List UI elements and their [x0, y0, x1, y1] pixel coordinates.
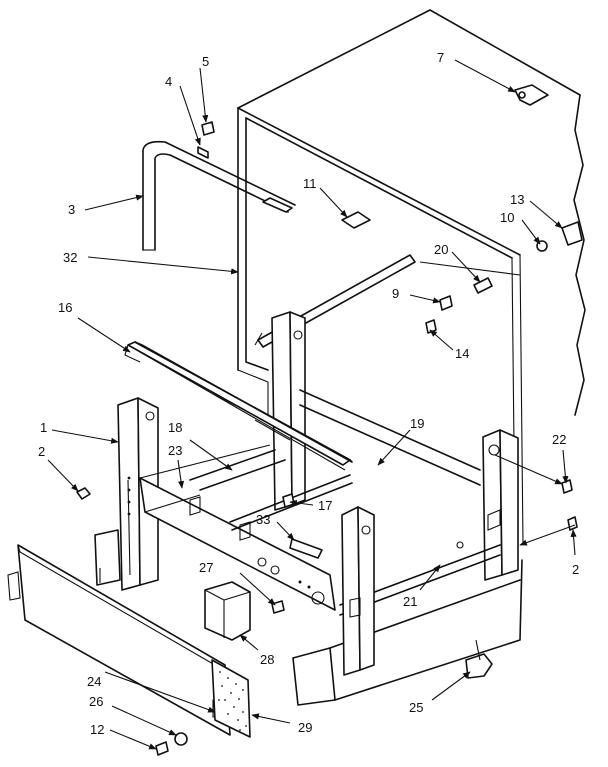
label-part-3: 3	[68, 202, 75, 217]
label-part-33: 33	[256, 512, 270, 527]
vent-tube	[142, 140, 296, 251]
kick-plate	[7, 544, 231, 736]
rear-frame	[271, 311, 519, 581]
junction-box	[204, 581, 251, 641]
label-part-18: 18	[168, 420, 182, 435]
front-channel	[139, 444, 336, 611]
label-part-16: 16	[58, 300, 72, 315]
label-part-29: 29	[298, 720, 312, 735]
label-part-19: 19	[410, 416, 424, 431]
label-part-32: 32	[63, 250, 77, 265]
label-part-11: 11	[303, 176, 317, 191]
label-part-10: 10	[500, 210, 514, 225]
base-frame	[292, 506, 523, 706]
label-part-2-right: 2	[572, 562, 579, 577]
label-part-23: 23	[168, 443, 182, 458]
label-part-27: 27	[199, 560, 213, 575]
top-rail	[124, 341, 353, 471]
label-part-4: 4	[165, 74, 172, 89]
insulation-pad	[211, 659, 251, 738]
label-part-22: 22	[552, 432, 566, 447]
label-part-9: 9	[392, 286, 399, 301]
part-labels: 5 4 3 7 11 13 10 32 20 9 14 16 1 2 18 23…	[38, 50, 579, 737]
leader-lines	[47, 59, 577, 750]
label-part-1: 1	[40, 420, 47, 435]
label-part-14: 14	[455, 346, 469, 361]
label-part-7: 7	[437, 50, 444, 65]
label-part-2-left: 2	[38, 444, 45, 459]
label-part-25: 25	[409, 700, 423, 715]
label-part-20: 20	[434, 242, 448, 257]
label-part-24: 24	[87, 674, 101, 689]
hardware	[76, 84, 583, 756]
label-part-26: 26	[89, 694, 103, 709]
tub-frame	[237, 9, 586, 546]
tub-rail	[254, 254, 416, 348]
label-part-21: 21	[403, 594, 417, 609]
label-part-5: 5	[202, 54, 209, 69]
label-part-28: 28	[260, 652, 274, 667]
label-part-13: 13	[510, 192, 524, 207]
label-part-17: 17	[318, 498, 332, 513]
label-part-12: 12	[90, 722, 104, 737]
